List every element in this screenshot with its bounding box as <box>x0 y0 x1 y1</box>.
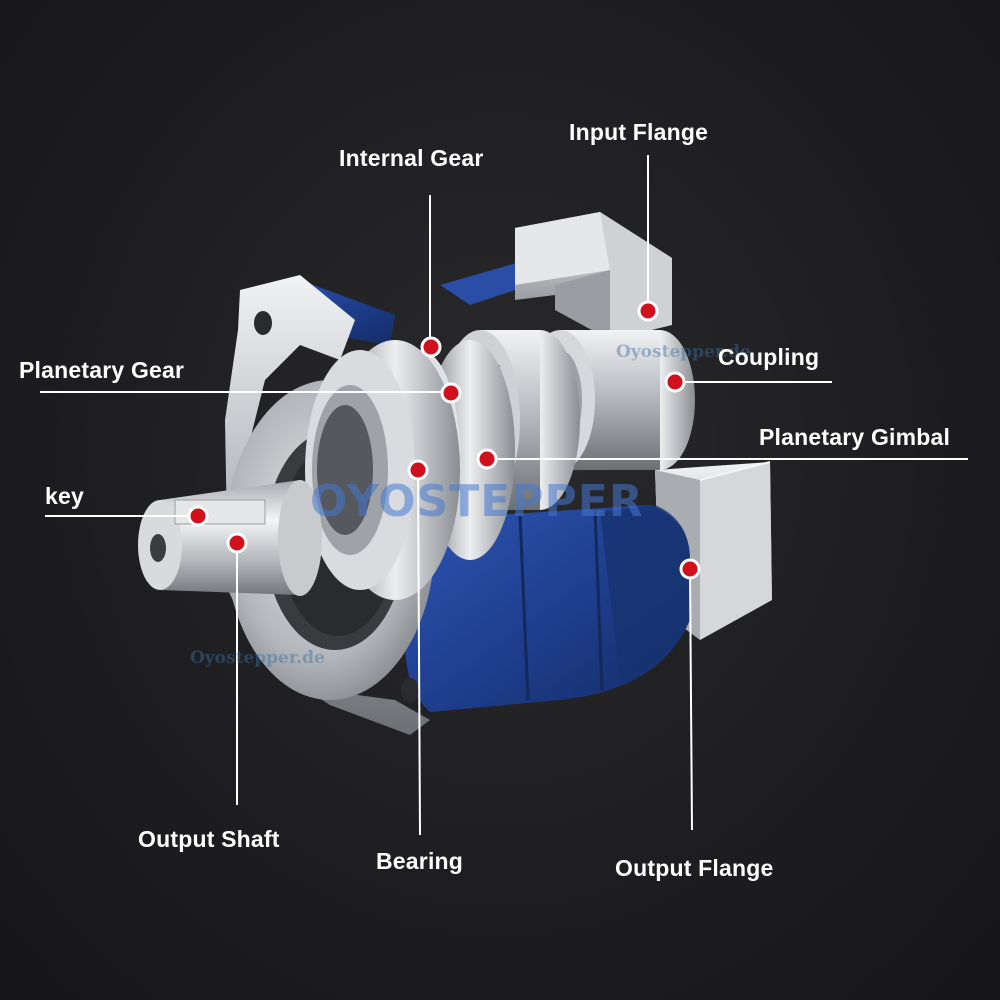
left-flange-plate <box>225 275 430 735</box>
marker-planetary-gimbal <box>476 448 498 470</box>
marker-output-flange <box>679 558 701 580</box>
marker-planetary-gear <box>440 382 462 404</box>
marker-dots <box>187 300 701 580</box>
label-coupling: Coupling <box>718 344 820 370</box>
marker-bearing <box>407 459 429 481</box>
marker-input-flange <box>637 300 659 322</box>
label-output-flange: Output Flange <box>615 855 774 881</box>
label-planetary-gimbal: Planetary Gimbal <box>759 424 951 450</box>
gear-stack <box>305 330 695 600</box>
watermark-small-1: Oyostepper.de <box>616 342 751 362</box>
label-bearing: Bearing <box>376 848 464 874</box>
label-output-shaft: Output Shaft <box>138 826 280 852</box>
marker-key <box>187 505 209 527</box>
marker-internal-gear <box>420 336 442 358</box>
label-planetary-gear: Planetary Gear <box>19 357 185 383</box>
leader-lines <box>40 155 968 836</box>
marker-coupling <box>664 371 686 393</box>
input-flange-block <box>515 212 672 340</box>
label-input-flange: Input Flange <box>569 119 709 145</box>
label-internal-gear: Internal Gear <box>339 145 484 171</box>
label-key: key <box>45 483 84 509</box>
marker-output-shaft <box>226 532 248 554</box>
watermark-small-2: Oyostepper.de <box>190 648 325 668</box>
watermark-main: OYOSTEPPER <box>310 476 644 527</box>
